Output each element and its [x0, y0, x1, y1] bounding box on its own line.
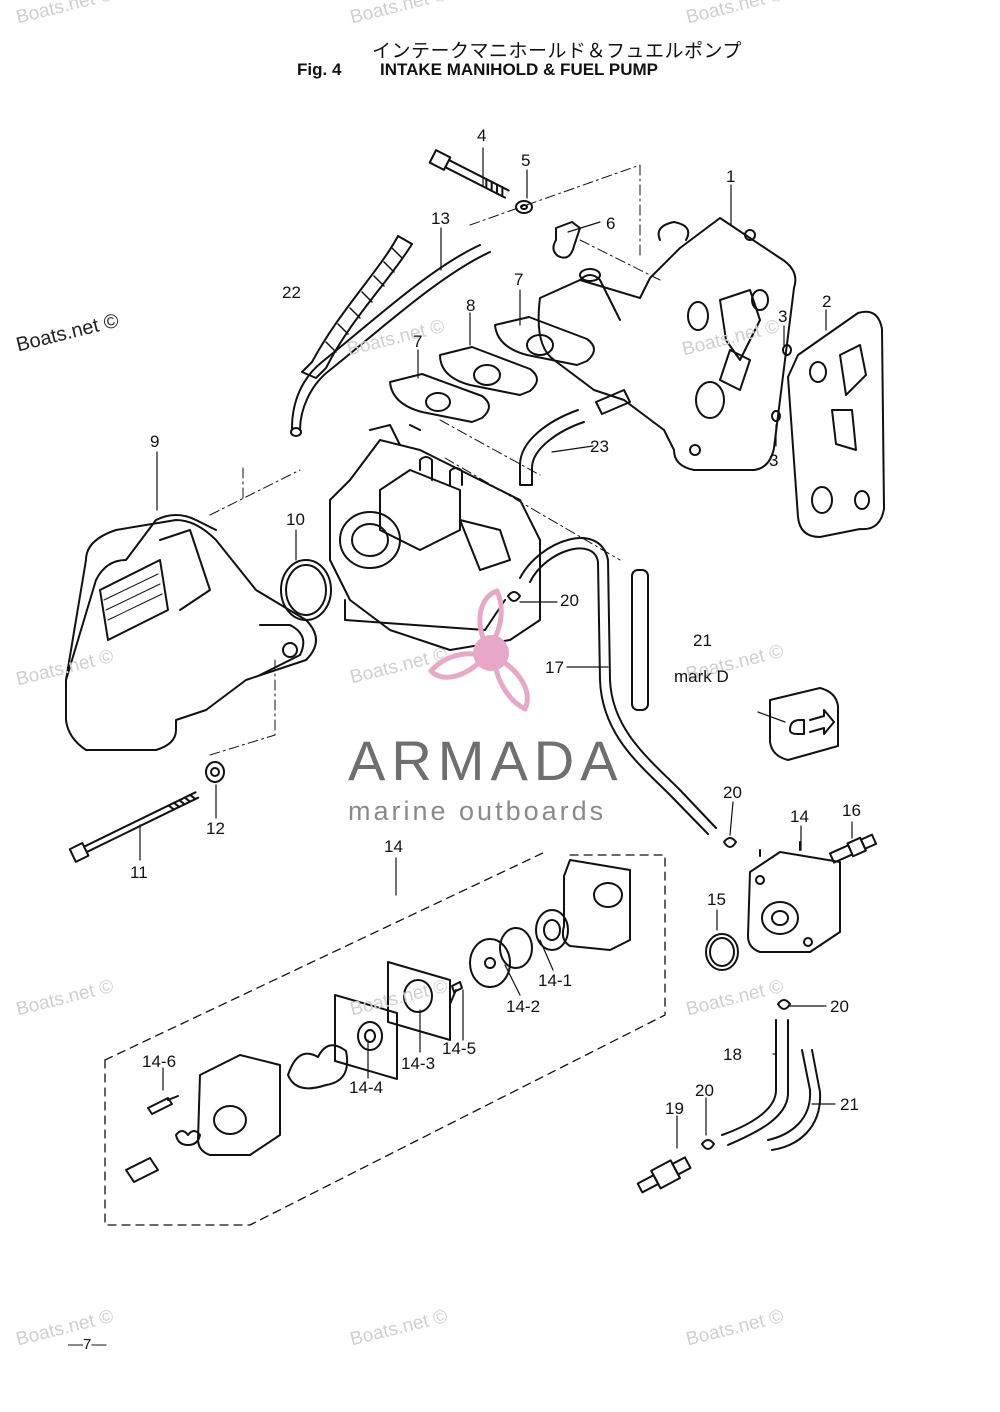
- mark-d-label: mark D: [674, 667, 729, 686]
- callout-3: 3: [769, 451, 779, 470]
- callout-20: 20: [695, 1081, 714, 1100]
- bolt-part-11: [68, 791, 200, 863]
- callout-23: 23: [590, 437, 609, 456]
- dowel-pin-3a: [782, 344, 792, 356]
- callout-6: 6: [606, 214, 616, 233]
- carburetor-assembly: [329, 424, 541, 651]
- hose-part-13: [299, 251, 491, 431]
- callout-2: 2: [822, 292, 832, 311]
- callout-13: 13: [431, 209, 450, 228]
- figure-number: Fig. 4: [297, 60, 342, 79]
- callout-7: 7: [413, 332, 423, 351]
- callout-22: 22: [282, 283, 301, 302]
- hose-clip-20a: [507, 591, 521, 602]
- brand-name: ARMADA: [348, 729, 624, 792]
- callout-1: 1: [726, 167, 736, 186]
- hose-part-18: [721, 1019, 777, 1136]
- hose-clip-20b: [723, 837, 737, 848]
- fuel-hose-part-17: [519, 537, 717, 829]
- callout-14-4: 14-4: [349, 1078, 384, 1097]
- callout-14-6: 14-6: [142, 1052, 177, 1071]
- gasket-part-7a: [389, 373, 490, 423]
- fitting-part-16: [828, 833, 878, 864]
- hose-clip-20d: [701, 1139, 715, 1150]
- callout-21: 21: [840, 1095, 859, 1114]
- gasket-part-7b: [494, 316, 595, 366]
- page-number: —7—: [68, 1336, 107, 1353]
- screw-14-6: [147, 1095, 179, 1115]
- callout-14: 14: [384, 837, 403, 856]
- callout-14-5: 14-5: [442, 1039, 477, 1058]
- straight-hose-part-21: [631, 569, 649, 711]
- intake-manifold-part-1: [537, 217, 797, 471]
- callout-14: 14: [790, 807, 809, 826]
- diaphragm-14-4: [334, 994, 398, 1080]
- screw-14-5: [449, 981, 463, 1005]
- hose-clip-20c: [777, 999, 791, 1010]
- check-valve-14-1: [535, 909, 569, 951]
- plunger: [125, 1157, 159, 1183]
- o-ring-part-15: [705, 933, 739, 971]
- callout-12: 12: [206, 819, 225, 838]
- hose-part-23: [519, 409, 585, 486]
- callout-11: 11: [130, 863, 148, 882]
- title-english: INTAKE MANIHOLD & FUEL PUMP: [380, 60, 658, 79]
- valve-plate-14-2: [499, 927, 533, 969]
- callout-7: 7: [514, 270, 524, 289]
- washer-part-12: [205, 761, 225, 783]
- fitting-part-19: [636, 1156, 692, 1194]
- gasket-part-2: [787, 310, 885, 538]
- mark-d-detail: [769, 687, 839, 761]
- propeller-logo-icon: [428, 588, 530, 712]
- callout-10: 10: [286, 510, 305, 529]
- dowel-pin-3b: [771, 410, 781, 422]
- callout-8: 8: [466, 296, 476, 315]
- bolt-part-4: [428, 149, 510, 199]
- brand-tagline: marine outboards: [348, 796, 607, 826]
- callout-20: 20: [560, 591, 579, 610]
- pump-kit-boundary: [104, 854, 666, 1226]
- valve-body: [469, 938, 511, 988]
- callout-14-3: 14-3: [401, 1054, 436, 1073]
- callout-15: 15: [707, 890, 726, 909]
- callout-19: 19: [665, 1099, 684, 1118]
- callout-14-1: 14-1: [538, 971, 573, 990]
- spring-large: [287, 1044, 348, 1090]
- callout-20: 20: [830, 997, 849, 1016]
- callout-20: 20: [723, 783, 742, 802]
- intake-silencer-part-9: [65, 514, 317, 751]
- callout-14-2: 14-2: [506, 997, 541, 1016]
- gasket-14-3: [387, 961, 451, 1041]
- callout-3: 3: [778, 307, 788, 326]
- title-japanese: インテークマニホールド＆フュエルポンプ: [372, 40, 742, 62]
- washer-part-5: [515, 200, 533, 214]
- callout-18: 18: [723, 1045, 742, 1064]
- callout-9: 9: [150, 432, 160, 451]
- hose-part-21-lower: [767, 1049, 812, 1141]
- callout-16: 16: [842, 801, 861, 820]
- callout-4: 4: [477, 126, 487, 145]
- fuel-pump-part-14: [747, 841, 841, 953]
- pump-body-lower: [197, 1054, 281, 1156]
- pump-cover-top: [561, 859, 631, 951]
- gasket-part-8: [439, 346, 538, 396]
- callout-5: 5: [521, 151, 531, 170]
- callout-17: 17: [545, 658, 564, 677]
- clamp-part-6: [552, 221, 581, 259]
- sleeve-part-22: [301, 235, 413, 379]
- spring-small: [175, 1130, 201, 1146]
- callout-21: 21: [693, 631, 712, 650]
- o-ring-part-10: [280, 559, 332, 621]
